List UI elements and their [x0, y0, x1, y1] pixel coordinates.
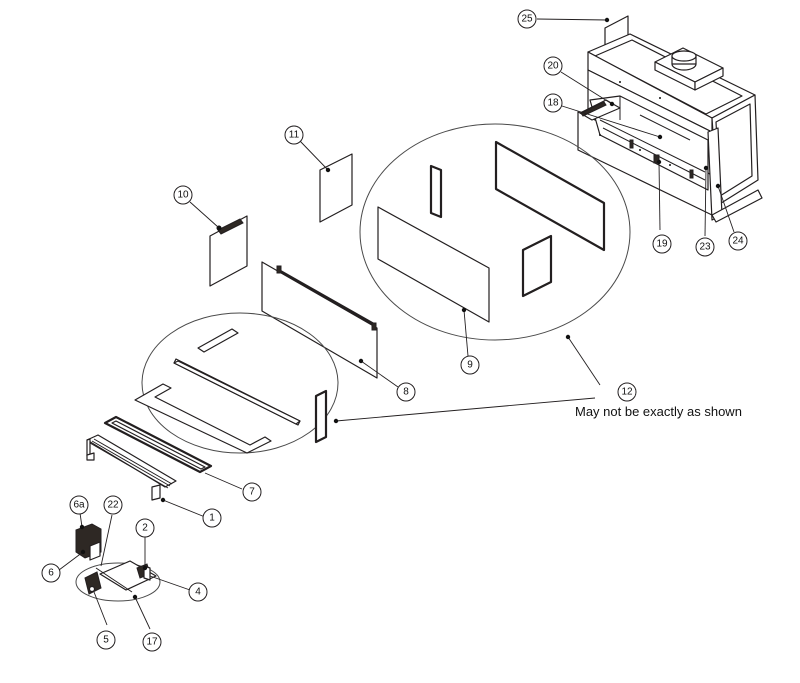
svg-text:20: 20: [547, 61, 559, 72]
svg-text:10: 10: [177, 190, 189, 201]
svg-text:18: 18: [547, 98, 559, 109]
callout-7: 7: [242, 482, 262, 502]
callout-24: 24: [728, 231, 748, 251]
svg-text:6: 6: [48, 568, 54, 579]
svg-text:1: 1: [209, 513, 215, 524]
svg-text:7: 7: [249, 487, 255, 498]
callout-9: 9: [460, 355, 480, 375]
control-assembly: [75, 523, 161, 602]
svg-text:17: 17: [146, 637, 158, 648]
liner-panels-group: [134, 312, 339, 454]
callout-17: 17: [142, 632, 162, 652]
callout-5: 5: [96, 630, 116, 650]
svg-text:9: 9: [467, 360, 473, 371]
callout-8: 8: [396, 382, 416, 402]
grate-1: [86, 434, 177, 501]
callout-11: 11: [284, 125, 304, 145]
callout-12: 12: [617, 382, 637, 402]
callout-6: 6: [41, 563, 61, 583]
callout-1: 1: [202, 508, 222, 528]
svg-text:25: 25: [521, 14, 533, 25]
frame-7: [103, 415, 213, 474]
svg-text:8: 8: [403, 387, 409, 398]
svg-text:12: 12: [621, 387, 633, 398]
svg-text:19: 19: [656, 239, 668, 250]
svg-text:23: 23: [699, 242, 711, 253]
callout-25: 25: [517, 9, 537, 29]
firebox-unit: [577, 15, 763, 223]
callout-20: 20: [543, 56, 563, 76]
svg-text:22: 22: [107, 500, 119, 511]
callout-2: 2: [135, 518, 155, 538]
svg-text:4: 4: [195, 587, 201, 598]
callout-6a: 6a: [69, 495, 89, 515]
disclaimer-note: May not be exactly as shown: [575, 404, 742, 419]
callout-19: 19: [652, 234, 672, 254]
svg-text:24: 24: [732, 236, 744, 247]
callout-4: 4: [188, 582, 208, 602]
svg-text:2: 2: [142, 523, 148, 534]
callout-23: 23: [695, 237, 715, 257]
refractory-panels-group: [359, 123, 631, 341]
glass-panel-8: [261, 261, 378, 379]
svg-text:6a: 6a: [73, 500, 85, 511]
panel-10: [209, 215, 248, 287]
callout-22: 22: [103, 495, 123, 515]
panel-11: [319, 153, 353, 223]
leader-lines: [58, 17, 735, 630]
svg-text:11: 11: [289, 130, 300, 141]
callout-10: 10: [173, 185, 193, 205]
svg-text:5: 5: [103, 635, 109, 646]
callout-18: 18: [543, 93, 563, 113]
